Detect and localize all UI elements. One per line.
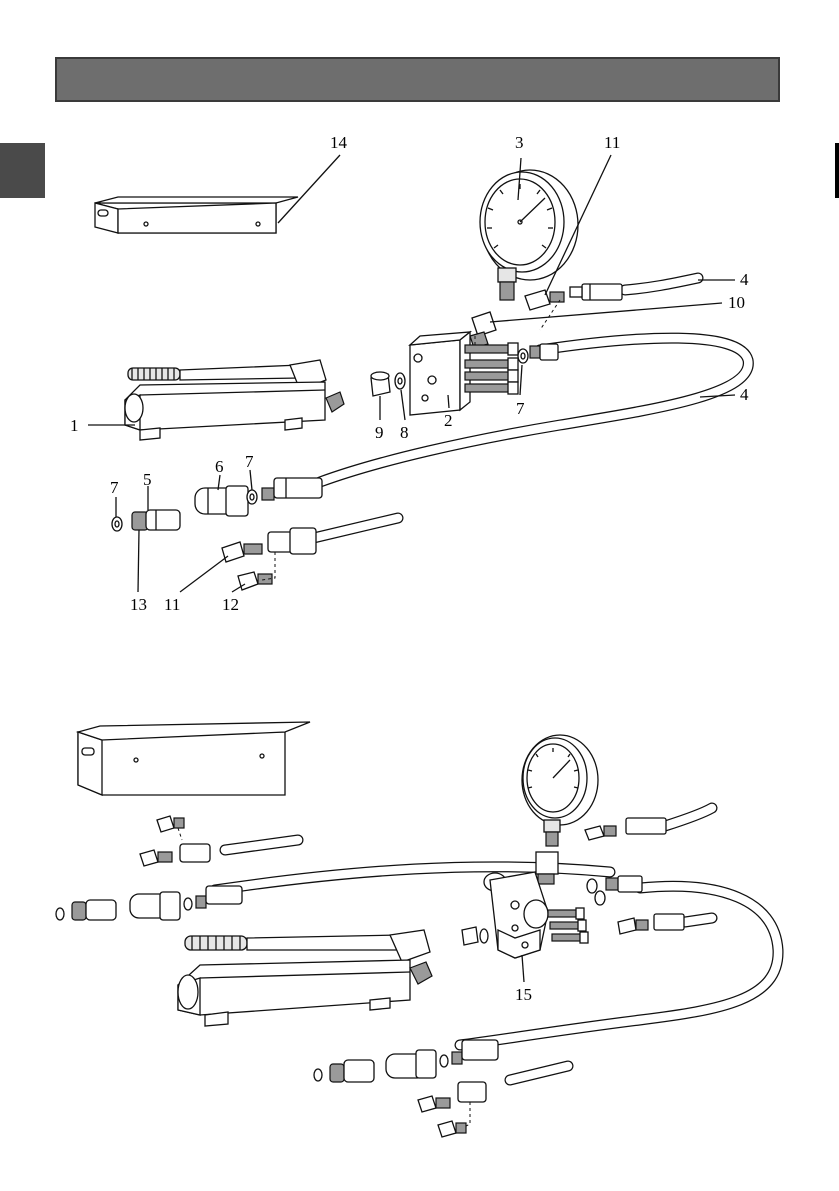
pressure-gauge-bottom (522, 735, 598, 884)
callout-2: 2 (444, 411, 453, 430)
adapter-10 (470, 312, 496, 348)
coupler-6 (195, 486, 248, 516)
washer-8 (395, 373, 405, 389)
callout-10: 10 (728, 293, 745, 312)
left-fittings-bottom (56, 816, 242, 920)
callout-11-bottom: 11 (164, 595, 180, 614)
plug-bottom (462, 927, 488, 945)
callout-4-top: 4 (740, 270, 749, 289)
coupler-5 (132, 510, 180, 530)
hose-top-upper (625, 278, 698, 290)
washer-7-left (112, 517, 122, 531)
gauge-hose-fittings-bottom (585, 818, 666, 840)
callout-7-left: 7 (110, 478, 119, 497)
bolts-top (465, 343, 518, 394)
hose-bottom-short-left (225, 840, 298, 850)
callout-8: 8 (400, 423, 409, 442)
storage-box-bottom (78, 722, 310, 795)
callout-11-top: 11 (604, 133, 620, 152)
pressure-gauge (480, 170, 578, 300)
callout-7-coupler: 7 (245, 452, 254, 471)
hand-pump-bottom (178, 930, 432, 1026)
manifold-block (410, 332, 470, 415)
bolts-bottom (548, 908, 588, 943)
callout-9: 9 (375, 423, 384, 442)
hose-top-long (320, 338, 748, 482)
hose-bottom-gauge (665, 808, 712, 826)
washer-7-block (518, 349, 528, 363)
hose-end-fitting-top (530, 344, 558, 360)
cap-12 (238, 572, 272, 590)
callout-13: 13 (130, 595, 147, 614)
leader-15 (522, 955, 524, 982)
hose-bottom-short-right (510, 1066, 568, 1080)
washer-7-coupler (247, 490, 257, 504)
callout-6: 6 (215, 457, 224, 476)
plug-9 (371, 372, 390, 396)
nipple-11-top (525, 290, 564, 310)
hose-top-lower (305, 518, 398, 540)
hose-fitting-lower (268, 528, 316, 554)
manifold-block-15 (484, 872, 548, 958)
hose-bottom-right (685, 918, 712, 922)
nipple-11-bottom (222, 542, 262, 562)
callout-1: 1 (70, 416, 79, 435)
callout-5: 5 (143, 470, 152, 489)
callout-12: 12 (222, 595, 239, 614)
callout-14: 14 (330, 133, 348, 152)
hand-pump (125, 360, 344, 440)
hose-end-fitting-mid (262, 478, 322, 500)
hose-coupler-top (570, 284, 622, 300)
lower-fittings-bottom (314, 1040, 498, 1137)
callout-7-block: 7 (516, 399, 525, 418)
callout-4-right: 4 (740, 385, 749, 404)
callout-3: 3 (515, 133, 524, 152)
storage-box (95, 197, 298, 233)
callout-15: 15 (515, 985, 532, 1004)
